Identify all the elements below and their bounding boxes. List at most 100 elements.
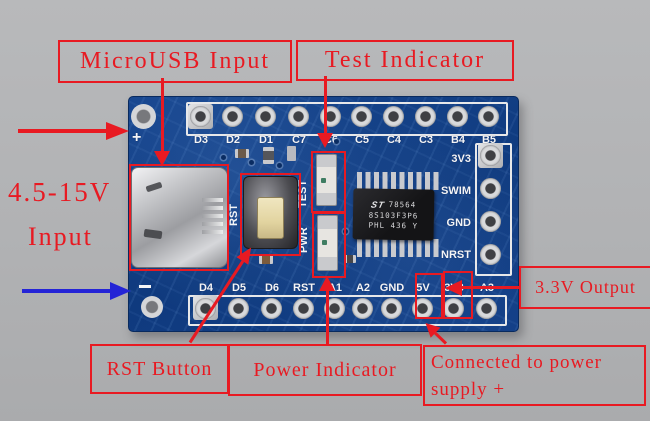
top-pin-label: D3 <box>193 134 209 146</box>
pin-hole <box>447 106 468 127</box>
reset-button-plunger <box>257 197 284 239</box>
pin-hole <box>415 106 436 127</box>
top-pin-label: C7 <box>291 134 307 146</box>
via <box>277 163 282 168</box>
mounting-hole <box>141 296 163 318</box>
st-logo: ST <box>369 199 386 210</box>
plus-silkscreen: + <box>132 129 142 146</box>
blue-arrow-shaft <box>22 289 110 293</box>
right-pin-label: NRST <box>441 249 471 261</box>
power-leader-head <box>319 276 335 291</box>
microusb-input-label: MicroUSB Input <box>58 40 292 83</box>
output-leader-line <box>462 286 519 289</box>
rst-button-highlight-box <box>240 173 301 256</box>
right-pin-label: SWIM <box>441 185 471 197</box>
3v3-pin-highlight-box <box>443 271 473 319</box>
smd-component <box>344 255 356 263</box>
mcu-chip: ST 78564 8S103F3P6 PHL 436 Y <box>352 188 435 241</box>
bottom-header-outline <box>188 295 507 326</box>
top-pin-label: B5 <box>481 134 497 146</box>
pin-hole <box>480 244 501 265</box>
supply-leader-line <box>434 332 448 345</box>
connected-line-1: Connected to power <box>431 351 603 373</box>
via <box>334 139 339 144</box>
3v3-output-label: 3.3V Output <box>519 266 650 309</box>
pin-hole <box>478 106 499 127</box>
power-indicator-label: Power Indicator <box>228 344 422 396</box>
red-arrow-head <box>106 122 129 140</box>
minus-silkscreen <box>139 285 151 288</box>
pin-hole <box>480 145 501 166</box>
connected-to-power-label: Connected to power supply + <box>423 345 646 406</box>
rst-button-label: RST Button <box>90 344 229 394</box>
via <box>249 160 254 165</box>
power-led <box>317 215 338 271</box>
output-leader-head <box>445 280 462 296</box>
test-indicator-label: Test Indicator <box>296 40 514 81</box>
power-leader-line <box>326 291 329 344</box>
pin-hole <box>222 106 243 127</box>
microusb-connector <box>131 167 228 268</box>
blue-arrow-head <box>110 282 131 300</box>
top-pin-label: C5 <box>354 134 370 146</box>
usb-pin <box>202 198 223 202</box>
rst-silkscreen: RST <box>228 204 240 226</box>
pin-hole <box>351 106 372 127</box>
pin-hole <box>412 298 433 319</box>
pin-hole <box>195 298 216 319</box>
pin-hole <box>480 211 501 232</box>
usb-pin <box>202 222 223 226</box>
chip-marking: 78564 <box>388 199 417 210</box>
test-leader-line <box>324 76 327 136</box>
chip-pins-bottom <box>357 239 442 257</box>
microusb-highlight-box <box>129 164 229 271</box>
top-pin-label: D1 <box>258 134 274 146</box>
smd-component <box>235 149 249 158</box>
bottom-pin-label: D6 <box>264 282 280 294</box>
bottom-pin-label: D4 <box>198 282 214 294</box>
voltage-range-text: 4.5-15V <box>8 177 112 207</box>
red-arrow-shaft <box>18 129 106 133</box>
led-die <box>321 177 326 183</box>
pin-hole <box>352 298 373 319</box>
bottom-pin-label: D5 <box>231 282 247 294</box>
pin-hole <box>228 298 249 319</box>
pin-hole <box>288 106 309 127</box>
pin-hole <box>381 298 402 319</box>
bottom-pin-label: 5V <box>416 282 430 294</box>
pin-hole <box>324 298 345 319</box>
microusb-leader-head <box>154 151 170 166</box>
mounting-hole <box>131 104 156 129</box>
pin-hole <box>293 298 314 319</box>
pin-hole <box>261 298 282 319</box>
bottom-pin-label: GND <box>379 282 405 294</box>
test-led <box>316 154 337 206</box>
top-pin-label: B4 <box>450 134 466 146</box>
chip-marking: 8S103F3P6 <box>368 210 419 220</box>
pin-hole <box>480 178 501 199</box>
chip-pins-top <box>357 172 442 190</box>
usb-pin <box>202 206 223 210</box>
pin-hole <box>476 298 497 319</box>
test-led-highlight-box <box>311 151 346 213</box>
5v-pin-highlight-box <box>415 273 443 319</box>
usb-pin <box>202 230 223 234</box>
via <box>221 155 226 160</box>
bottom-pin-label: RST <box>293 282 315 294</box>
pin-hole <box>383 106 404 127</box>
right-pin-label: GND <box>446 217 471 229</box>
smd-component <box>259 254 273 264</box>
smd-component <box>287 146 296 161</box>
top-pin-label: C4 <box>386 134 402 146</box>
top-pin-label: C3 <box>418 134 434 146</box>
reset-button-component <box>243 176 298 249</box>
pin-hole <box>255 106 276 127</box>
led-die <box>322 240 327 246</box>
chip-marking: PHL 436 Y <box>368 220 419 230</box>
usb-pin <box>202 214 223 218</box>
bottom-pin-label: A2 <box>355 282 371 294</box>
pin-hole <box>443 298 464 319</box>
top-pin-label: D2 <box>225 134 241 146</box>
pin-hole <box>190 106 211 127</box>
